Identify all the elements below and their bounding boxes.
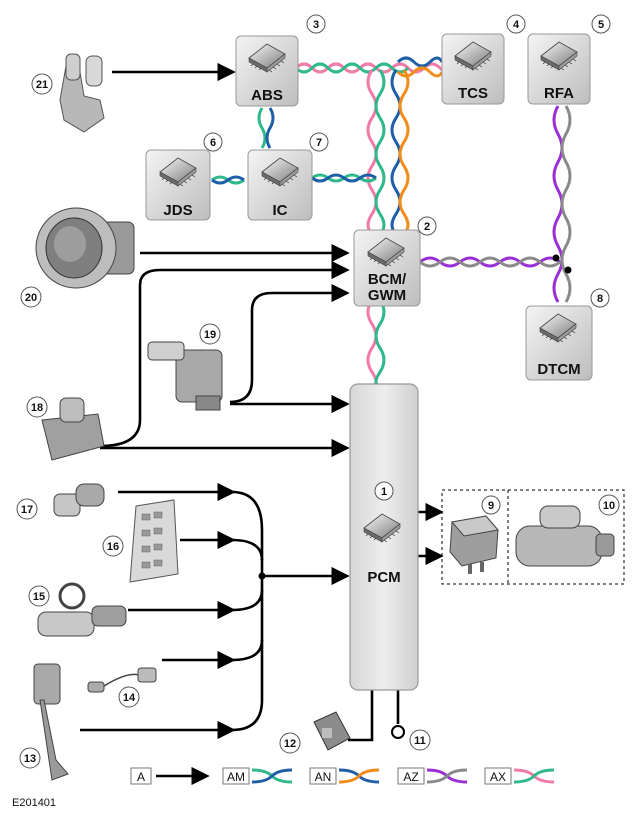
svg-text:13: 13 (24, 753, 36, 765)
abs-module[interactable]: ABS (235, 35, 299, 107)
svg-text:AX: AX (490, 770, 506, 784)
fuse-12-image (313, 711, 351, 751)
junction-dots (552, 254, 572, 274)
svg-text:4: 4 (513, 19, 520, 31)
callout-11: 11 (409, 729, 431, 751)
svg-text:18: 18 (31, 402, 43, 414)
legend-junction (258, 572, 266, 580)
ground-11-image (391, 725, 405, 739)
starter-group (441, 489, 625, 585)
callout-14: 14 (118, 686, 140, 708)
callout-19: 19 (199, 323, 221, 345)
actuator-18-image (41, 397, 105, 461)
abs-label: ABS (251, 87, 283, 104)
callout-4: 4 (506, 14, 526, 34)
dtcm-label: DTCM (537, 361, 580, 378)
tcs-module[interactable]: TCS (441, 33, 505, 105)
rfa-module[interactable]: RFA (527, 33, 591, 105)
ic-label: IC (273, 202, 288, 219)
sensor-17-image (53, 483, 105, 517)
svg-text:5: 5 (598, 19, 604, 31)
legend-a: A (130, 766, 210, 786)
pedal-13-image (33, 663, 69, 781)
svg-text:16: 16 (107, 541, 119, 553)
bus-wires (211, 56, 572, 388)
switch-19-image (147, 341, 223, 411)
callout-15: 15 (28, 585, 50, 607)
jds-module[interactable]: JDS (145, 149, 211, 221)
dtcm-module[interactable]: DTCM (525, 305, 593, 381)
sensor-21-image (59, 53, 105, 133)
starter-10-image (515, 505, 615, 567)
svg-text:11: 11 (414, 735, 426, 747)
svg-text:19: 19 (204, 329, 216, 341)
svg-text:17: 17 (21, 504, 33, 516)
callout-12: 12 (279, 732, 301, 754)
callout-2: 2 (417, 216, 437, 236)
bcm-label-line1: BCM/ (368, 271, 407, 288)
svg-text:10: 10 (603, 500, 615, 512)
tcs-label: TCS (458, 85, 488, 102)
callout-13: 13 (19, 747, 41, 769)
pcm-module[interactable]: PCM (349, 383, 419, 691)
svg-text:A: A (137, 770, 145, 784)
callout-9: 9 (481, 495, 501, 515)
relay-9-image (449, 515, 499, 574)
callouts: 1 2 3 4 5 6 7 8 9 10 11 12 13 14 15 16 1… (16, 14, 620, 769)
callout-7: 7 (309, 132, 329, 152)
callout-1: 1 (374, 481, 394, 501)
svg-text:1: 1 (381, 486, 387, 498)
callout-18: 18 (26, 396, 48, 418)
legend-ax: AX (484, 767, 555, 785)
button-20-image (35, 207, 135, 289)
svg-text:8: 8 (597, 293, 603, 305)
rfa-label: RFA (544, 85, 574, 102)
callout-17: 17 (16, 498, 38, 520)
legend-an: AN (309, 767, 380, 785)
svg-text:AN: AN (315, 770, 332, 784)
ic-module[interactable]: IC (247, 149, 313, 221)
svg-text:12: 12 (284, 738, 296, 750)
hardwired-lines (80, 62, 444, 742)
sensor-14-image (87, 667, 157, 693)
svg-text:15: 15 (33, 591, 45, 603)
pcm-label: PCM (367, 569, 400, 586)
svg-text:14: 14 (123, 692, 136, 704)
svg-text:6: 6 (210, 137, 216, 149)
bcm-gwm-module[interactable]: BCM/ GWM (353, 229, 421, 307)
svg-text:3: 3 (313, 19, 319, 31)
svg-text:AM: AM (227, 770, 245, 784)
callout-5: 5 (591, 14, 611, 34)
callout-6: 6 (203, 132, 223, 152)
callout-8: 8 (590, 288, 610, 308)
sensor-15-image (37, 582, 127, 637)
fusebox-16-image (129, 499, 179, 583)
callout-20: 20 (20, 286, 42, 308)
legend-az: AZ (397, 767, 468, 785)
svg-text:AZ: AZ (403, 770, 418, 784)
svg-text:20: 20 (25, 292, 37, 304)
callout-16: 16 (102, 535, 124, 557)
svg-text:21: 21 (36, 79, 48, 91)
bcm-label-line2: GWM (368, 287, 406, 304)
legend-am: AM (222, 767, 293, 785)
svg-text:2: 2 (424, 221, 430, 233)
callout-3: 3 (306, 14, 326, 34)
jds-label: JDS (163, 202, 192, 219)
callout-10: 10 (598, 494, 620, 516)
legend: A AM AN AZ AX (130, 766, 555, 786)
callout-21: 21 (31, 73, 53, 95)
svg-text:7: 7 (316, 137, 322, 149)
svg-text:9: 9 (488, 500, 494, 512)
figure-id: E201401 (12, 797, 56, 809)
